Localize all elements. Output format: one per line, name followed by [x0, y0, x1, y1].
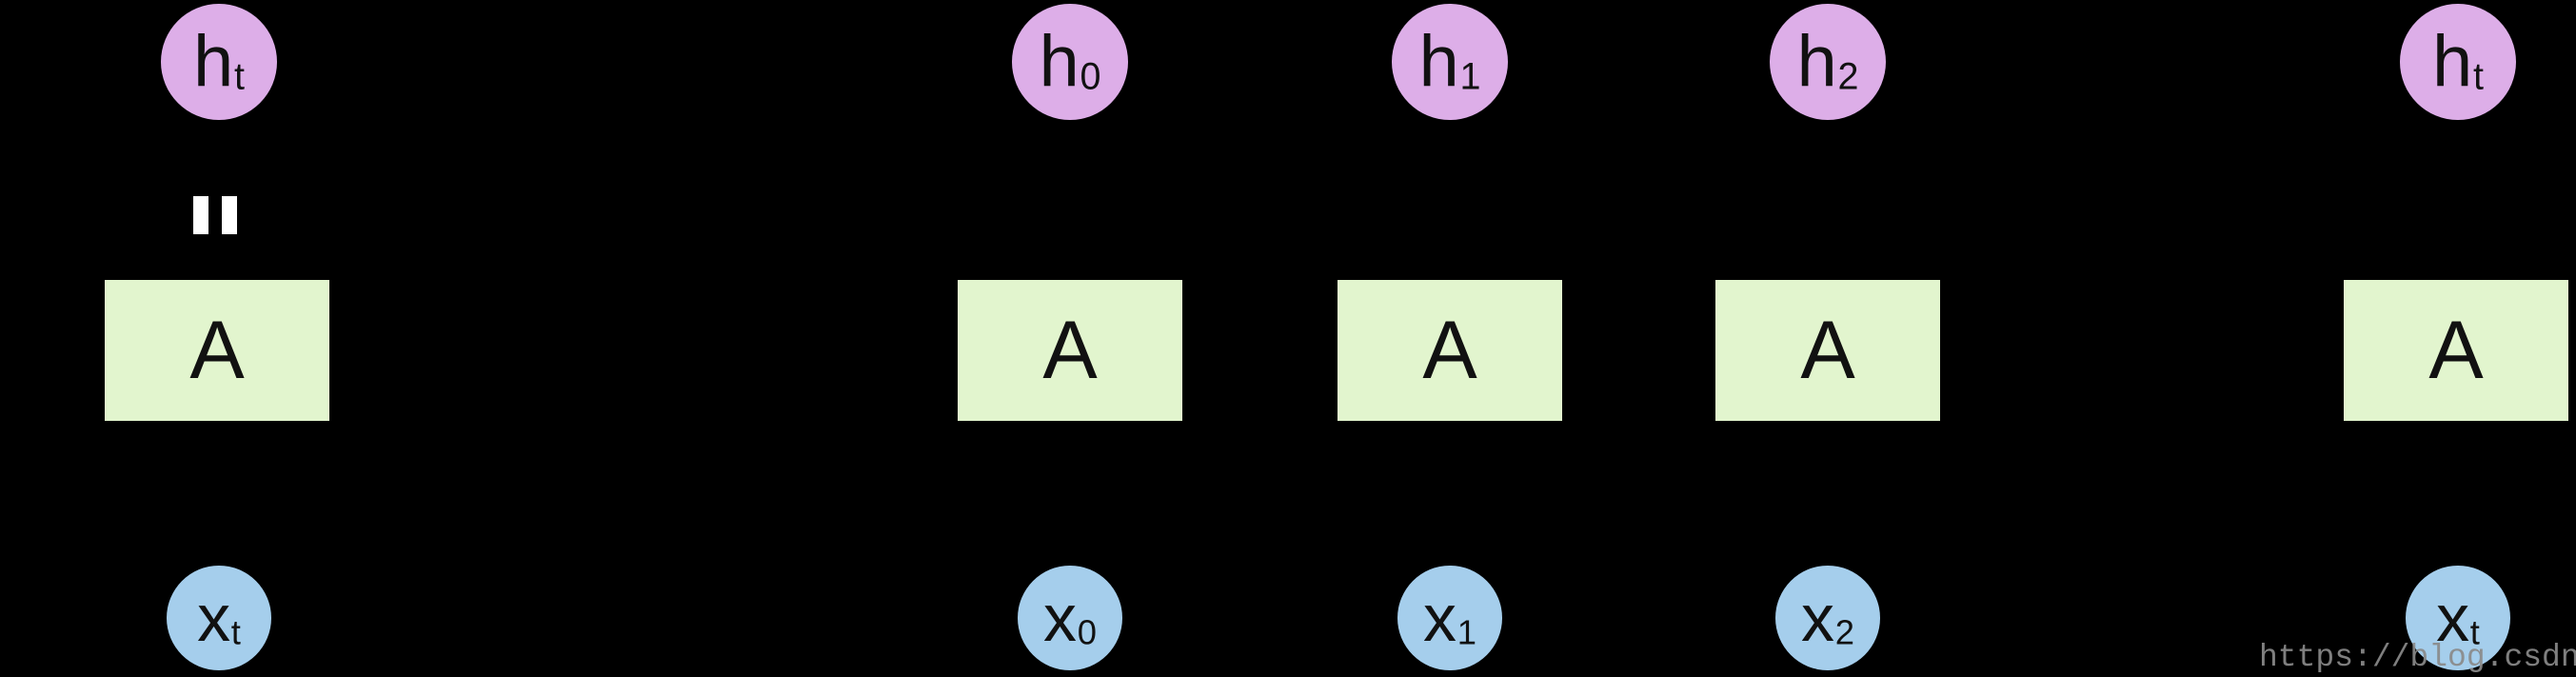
input-node-label-base: x — [197, 581, 231, 655]
equals-sign — [193, 196, 237, 234]
equals-bar-right — [222, 196, 237, 234]
watermark-text: https://blog.csdn.net/u010682375 — [2259, 640, 2576, 675]
cell-box-label: A — [2428, 305, 2484, 396]
input-node-label-sub: 2 — [1834, 612, 1854, 652]
state-node-label-base: h — [192, 21, 234, 102]
state-node-label-sub: t — [2473, 55, 2485, 98]
input-node-label-sub: 1 — [1456, 612, 1476, 652]
cell-box-label: A — [1800, 305, 1855, 396]
input-node-label-base: x — [2436, 581, 2470, 655]
input-node-label-sub: t — [230, 612, 241, 652]
state-node-label-base: h — [1796, 21, 1837, 102]
cell-box-label: A — [189, 305, 245, 396]
state-node-label-base: h — [1039, 21, 1080, 102]
input-node-label-base: x — [1801, 581, 1835, 655]
input-node-label-sub: 0 — [1077, 612, 1097, 652]
input-node-label-base: x — [1423, 581, 1457, 655]
cell-box-folded: A — [105, 280, 329, 421]
state-node-label-sub: 0 — [1080, 55, 1101, 98]
input-node-label-base: x — [1043, 581, 1078, 655]
state-node-label-sub: t — [234, 55, 246, 98]
cell-box-step-1: A — [1338, 280, 1562, 421]
cell-box-step-2: A — [1715, 280, 1940, 421]
cell-box-step-t: A — [2344, 280, 2568, 421]
equals-bar-left — [193, 196, 208, 234]
state-node-label-sub: 2 — [1837, 55, 1859, 98]
cell-box-label: A — [1042, 305, 1098, 396]
state-node-label-base: h — [1418, 21, 1459, 102]
cell-box-label: A — [1422, 305, 1477, 396]
state-node-label-sub: 1 — [1459, 55, 1481, 98]
state-node-label-base: h — [2431, 21, 2473, 102]
input-node-label-sub: t — [2469, 612, 2480, 652]
cell-box-step-0: A — [958, 280, 1182, 421]
